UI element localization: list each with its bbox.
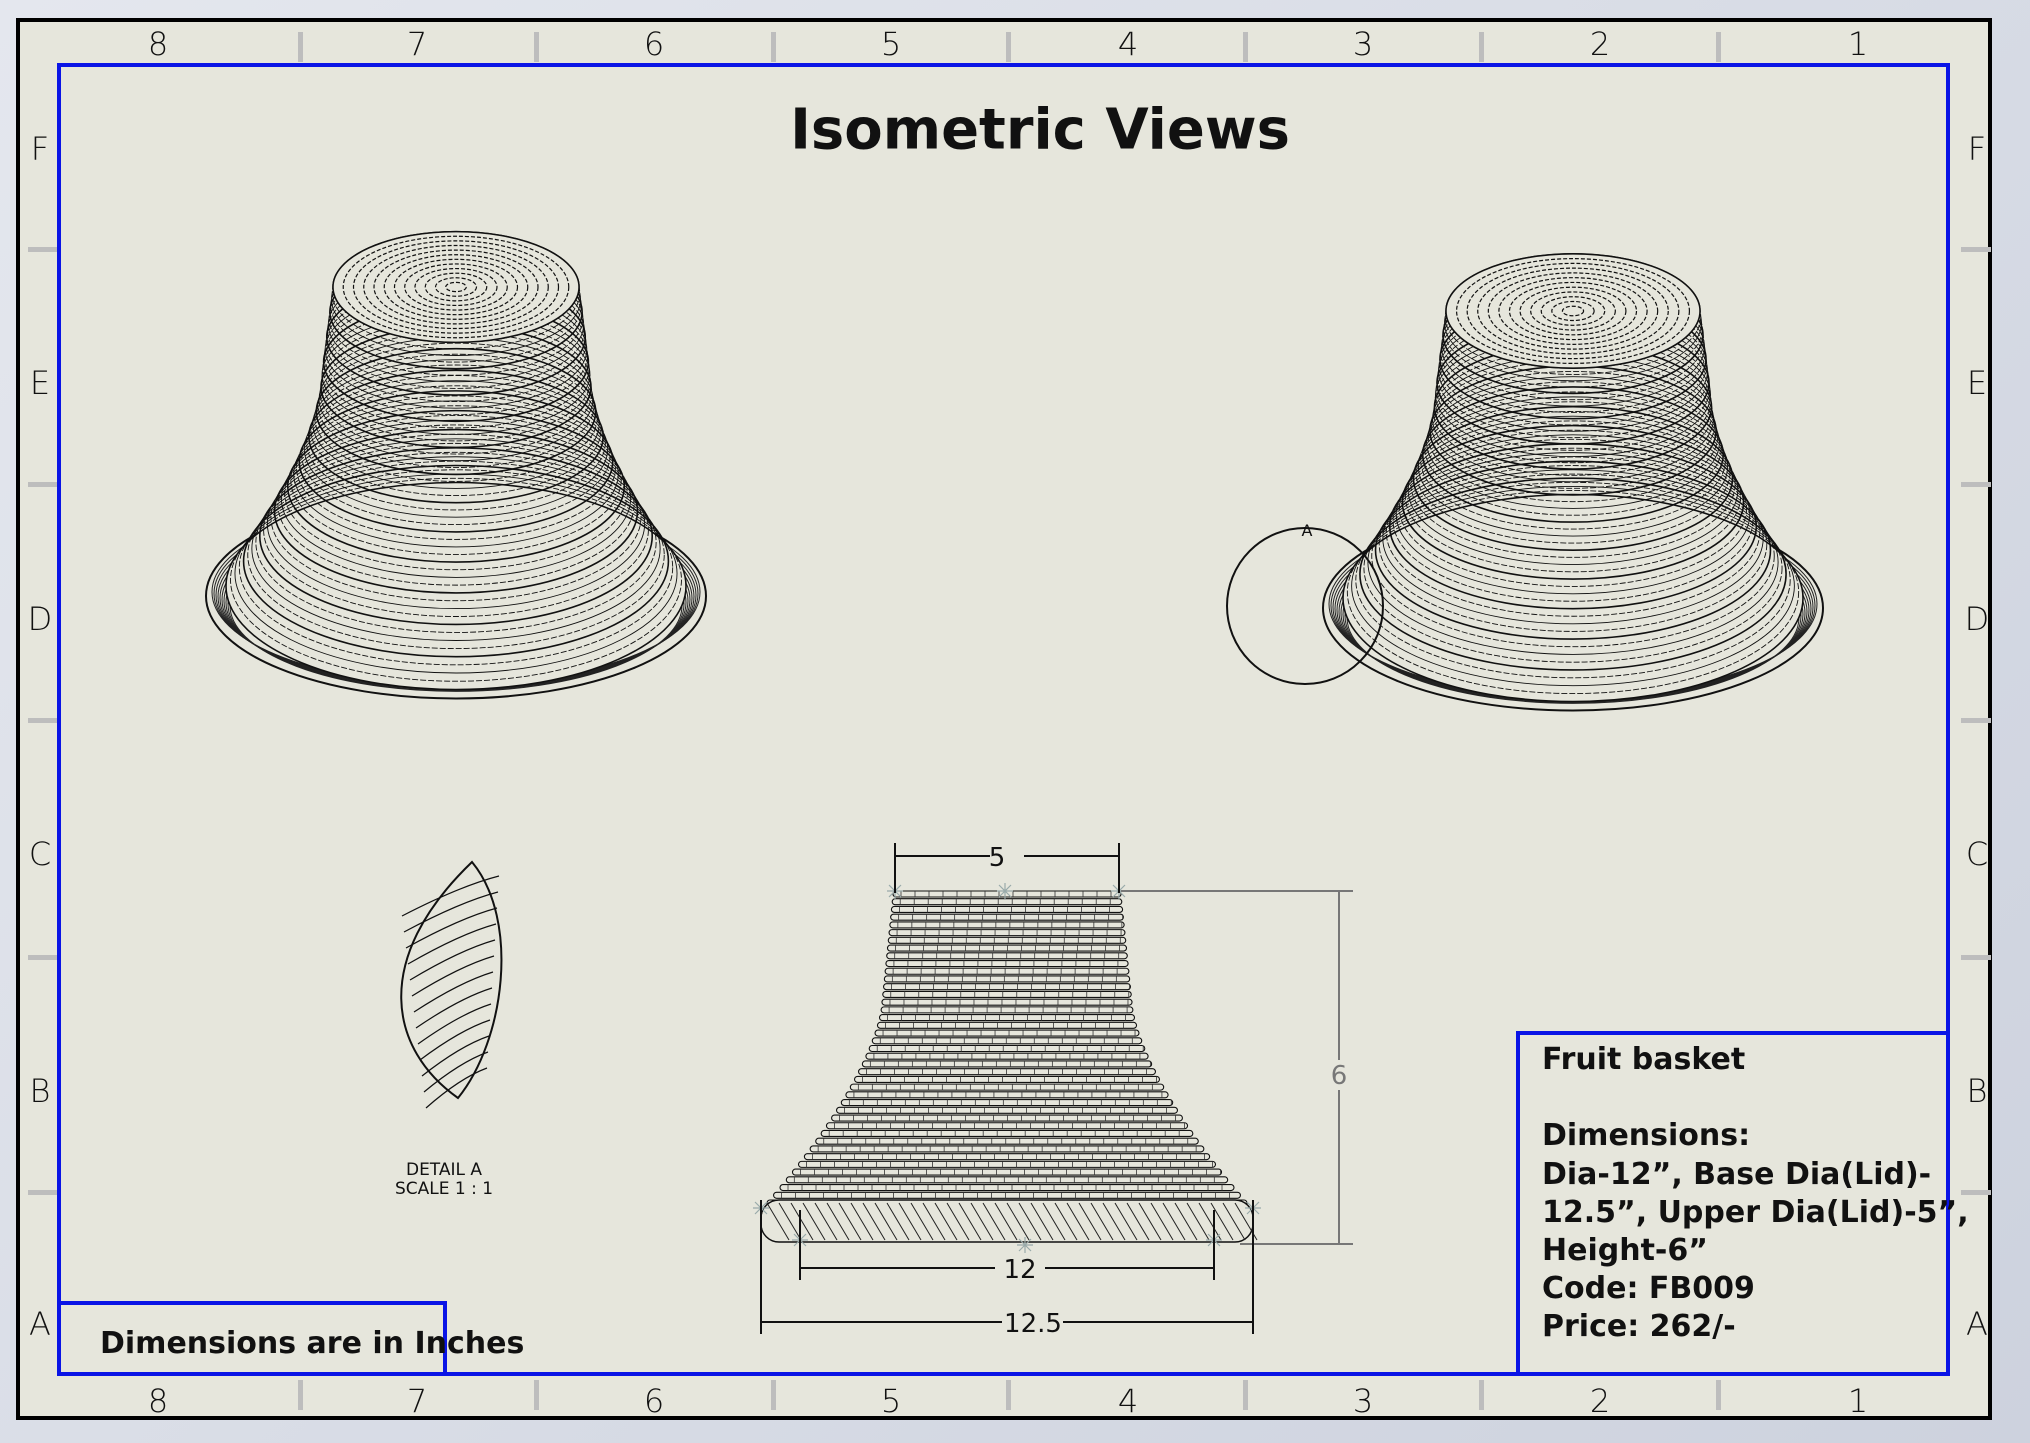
zone-divider bbox=[534, 1380, 539, 1410]
drawing-border bbox=[57, 63, 1950, 1376]
zone-divider bbox=[1961, 718, 1991, 723]
zone-divider bbox=[1479, 32, 1484, 62]
zone-divider bbox=[28, 1190, 58, 1195]
column-label-bottom: 5 bbox=[880, 1382, 902, 1420]
title-block bbox=[1516, 1031, 1950, 1376]
dimensions-heading: Dimensions: bbox=[1542, 1118, 1751, 1153]
row-label-left: C bbox=[28, 835, 52, 873]
row-label-right: C bbox=[1965, 835, 1989, 873]
row-label-left: A bbox=[29, 1305, 51, 1343]
column-label-bottom: 8 bbox=[147, 1382, 169, 1420]
zone-divider bbox=[28, 955, 58, 960]
zone-divider bbox=[298, 32, 303, 62]
zone-divider bbox=[1961, 955, 1991, 960]
row-label-left: D bbox=[27, 600, 53, 638]
isometric-view-right bbox=[1322, 253, 1824, 712]
zone-divider bbox=[1961, 482, 1991, 487]
zone-divider bbox=[771, 32, 776, 62]
dimensions-line-2: 12.5”, Upper Dia(Lid)-5”, bbox=[1542, 1195, 1969, 1230]
zone-divider bbox=[1961, 1190, 1991, 1195]
row-label-right: A bbox=[1966, 1305, 1988, 1343]
column-label-top: 7 bbox=[406, 25, 428, 63]
zone-divider bbox=[28, 718, 58, 723]
row-label-right: F bbox=[1967, 130, 1987, 168]
product-price: Price: 262/- bbox=[1542, 1309, 1736, 1344]
zone-divider bbox=[1716, 32, 1721, 62]
dimension-lines bbox=[760, 843, 1353, 1334]
dim-diameter: 12 bbox=[1003, 1255, 1036, 1285]
dim-upper-diameter: 5 bbox=[989, 843, 1006, 873]
dimensions-line-1: Dia-12”, Base Dia(Lid)- bbox=[1542, 1157, 1932, 1192]
column-label-top: 1 bbox=[1847, 25, 1869, 63]
units-note: Dimensions are in Inches bbox=[100, 1326, 525, 1361]
column-label-bottom: 6 bbox=[643, 1382, 665, 1420]
zone-divider bbox=[28, 482, 58, 487]
front-view bbox=[753, 883, 1261, 1253]
product-name: Fruit basket bbox=[1542, 1042, 1746, 1077]
detail-a-callout-label: A bbox=[1302, 521, 1313, 540]
zone-divider bbox=[28, 247, 58, 252]
detail-name: DETAIL A bbox=[405, 1160, 483, 1180]
zone-divider bbox=[1961, 247, 1991, 252]
detail-scale: SCALE 1 : 1 bbox=[394, 1179, 494, 1199]
zone-divider bbox=[1006, 32, 1011, 62]
drawing-sheet bbox=[16, 18, 1992, 1420]
page-title: Isometric Views bbox=[790, 97, 1290, 163]
row-label-right: D bbox=[1964, 600, 1990, 638]
zone-divider bbox=[534, 32, 539, 62]
detail-a-callout-circle bbox=[1226, 527, 1384, 685]
snap-point-marker bbox=[1017, 1237, 1033, 1253]
dim-base-diameter: 12.5 bbox=[1004, 1309, 1062, 1339]
row-label-right: B bbox=[1966, 1072, 1988, 1110]
zone-divider bbox=[1243, 32, 1248, 62]
row-label-right: E bbox=[1966, 364, 1988, 402]
snap-point-marker bbox=[997, 883, 1013, 899]
zone-divider bbox=[1006, 1380, 1011, 1410]
product-code: Code: FB009 bbox=[1542, 1271, 1755, 1306]
dimensions-line-3: Height-6” bbox=[1542, 1233, 1708, 1268]
column-label-top: 2 bbox=[1589, 25, 1611, 63]
row-label-left: B bbox=[29, 1072, 51, 1110]
units-note-box bbox=[57, 1301, 447, 1376]
row-label-left: F bbox=[30, 130, 50, 168]
zone-divider bbox=[298, 1380, 303, 1410]
column-label-bottom: 2 bbox=[1589, 1382, 1611, 1420]
column-label-top: 5 bbox=[880, 25, 902, 63]
row-label-left: E bbox=[29, 364, 51, 402]
zone-divider bbox=[1716, 1380, 1721, 1410]
column-label-top: 3 bbox=[1352, 25, 1374, 63]
column-label-top: 4 bbox=[1117, 25, 1139, 63]
column-label-top: 8 bbox=[147, 25, 169, 63]
zone-divider bbox=[1479, 1380, 1484, 1410]
detail-a-view bbox=[400, 860, 503, 1109]
isometric-view-left bbox=[205, 230, 707, 700]
dim-height: 6 bbox=[1331, 1061, 1348, 1091]
column-label-bottom: 1 bbox=[1847, 1382, 1869, 1420]
zone-divider bbox=[771, 1380, 776, 1410]
zone-divider bbox=[1243, 1380, 1248, 1410]
column-label-bottom: 3 bbox=[1352, 1382, 1374, 1420]
column-label-top: 6 bbox=[643, 25, 665, 63]
column-label-bottom: 4 bbox=[1117, 1382, 1139, 1420]
column-label-bottom: 7 bbox=[406, 1382, 428, 1420]
